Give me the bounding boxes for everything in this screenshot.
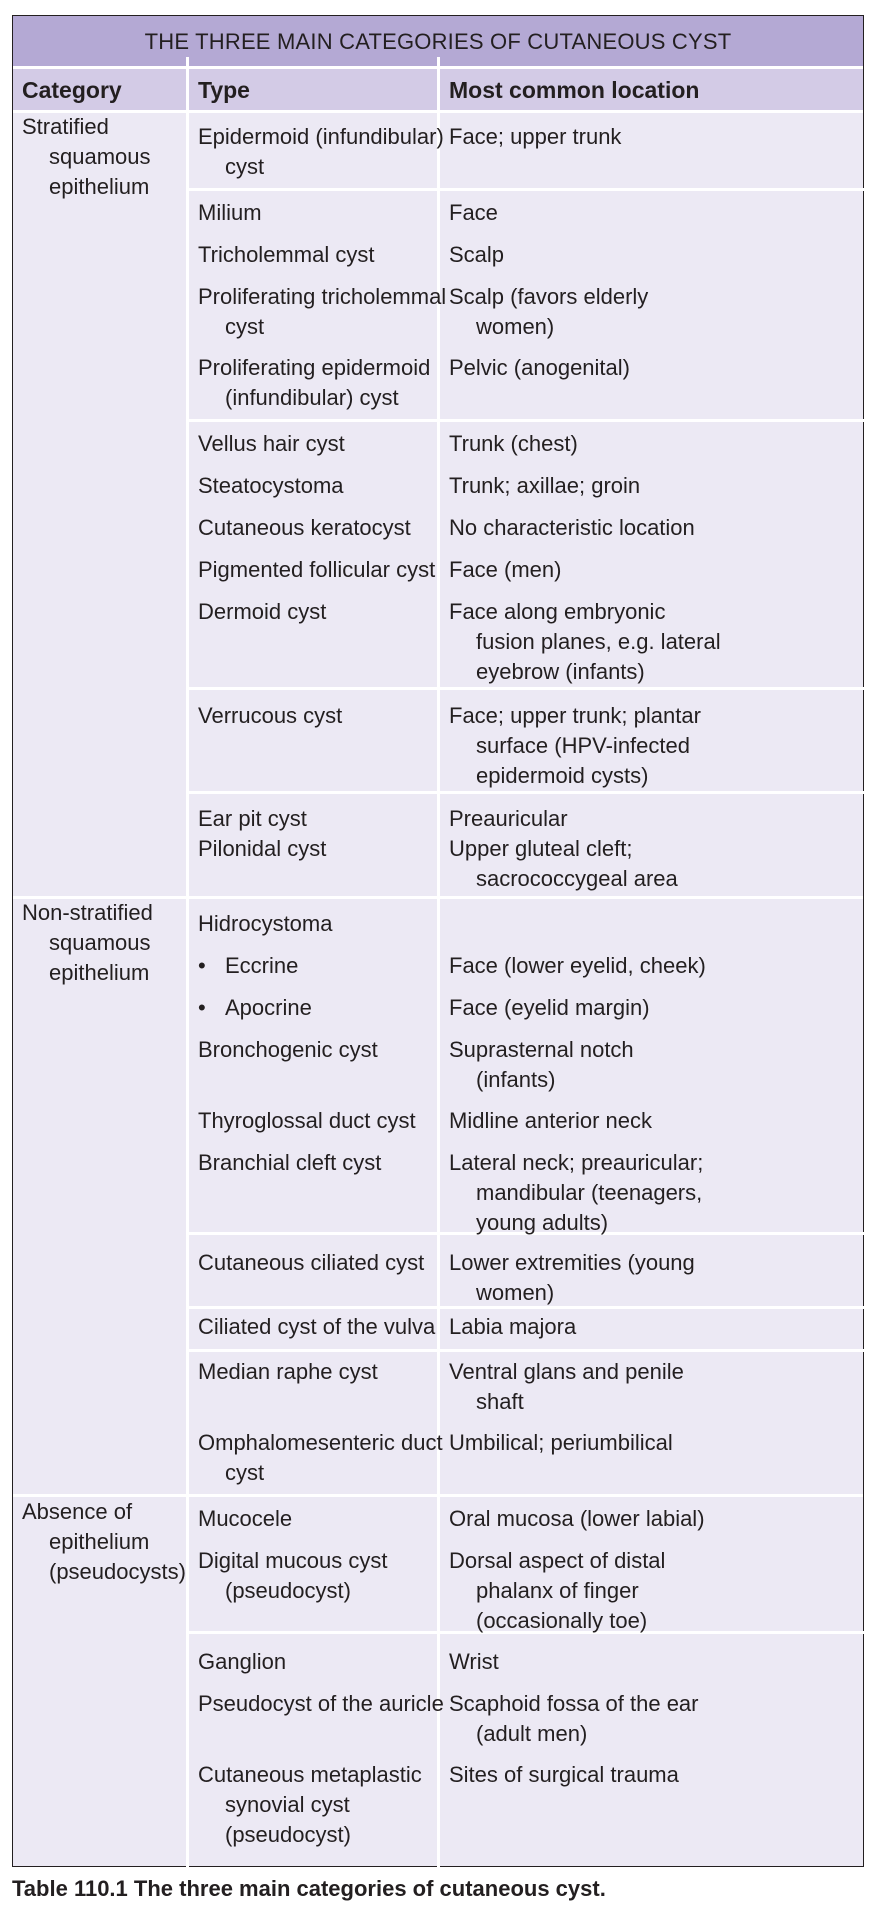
type-ganglion: Ganglion	[198, 1649, 287, 1674]
location-pseudocyst-auricle: Scaphoid fossa of the ear (adult men)	[449, 1691, 699, 1746]
type-bronchogenic-cyst: Bronchogenic cyst	[198, 1037, 378, 1062]
type-dermoid-cyst: Dermoid cyst	[198, 599, 327, 624]
location-apocrine: Face (eyelid margin)	[449, 995, 650, 1020]
location-cutaneous-keratocyst: No characteristic location	[449, 515, 695, 540]
type-branchial-cleft-cyst: Branchial cleft cyst	[198, 1150, 382, 1175]
type-mucocele: Mucocele	[198, 1506, 293, 1531]
category-stratified: Stratified squamous epithelium	[22, 114, 151, 199]
type-cutaneous-ciliated-cyst: Cutaneous ciliated cyst	[198, 1250, 425, 1275]
location-ganglion: Wrist	[449, 1649, 499, 1674]
header-row: Category Type Most common location	[13, 69, 863, 111]
header-location: Most common location	[449, 76, 700, 103]
location-bronchogenic-cyst: Suprasternal notch (infants)	[449, 1037, 634, 1092]
location-cutaneous-ciliated-cyst: Lower extremities (young women)	[449, 1250, 695, 1305]
type-pseudocyst-auricle: Pseudocyst of the auricle	[198, 1691, 444, 1716]
location-branchial-cleft-cyst: Lateral neck; preauricular; mandibular (…	[449, 1150, 704, 1235]
type-digital-mucous-cyst: Digital mucous cyst (pseudocyst)	[198, 1548, 388, 1603]
category-divider	[13, 896, 863, 899]
type-omphalomesenteric-duct-cyst: Omphalomesenteric duct cyst	[198, 1430, 443, 1485]
column-divider	[186, 57, 189, 1868]
type-ciliated-cyst-vulva: Ciliated cyst of the vulva	[198, 1314, 436, 1339]
location-milium: Face	[449, 200, 498, 225]
location-mucocele: Oral mucosa (lower labial)	[449, 1506, 705, 1531]
row-divider	[189, 791, 865, 794]
header-type: Type	[198, 76, 250, 103]
type-proliferating-epidermoid: Proliferating epidermoid (infundibular) …	[198, 355, 431, 410]
type-eccrine: •Eccrine	[198, 953, 299, 978]
category-absence: Absence of epithelium (pseudocysts)	[22, 1499, 186, 1584]
row-divider	[189, 419, 865, 422]
type-median-raphe-cyst: Median raphe cyst	[198, 1359, 378, 1384]
type-epidermoid: Epidermoid (infundibular) cyst	[198, 124, 444, 179]
location-digital-mucous-cyst: Dorsal aspect of distal phalanx of finge…	[449, 1548, 666, 1633]
location-cutaneous-metaplastic-synovial-cyst: Sites of surgical trauma	[449, 1762, 679, 1787]
location-ear-pit-cyst: Preauricular	[449, 806, 568, 831]
row-divider	[189, 1306, 865, 1309]
location-median-raphe-cyst: Ventral glans and penile shaft	[449, 1359, 684, 1414]
type-hidrocystoma: Hidrocystoma	[198, 911, 333, 936]
location-tricholemmal: Scalp	[449, 242, 505, 267]
row-divider	[189, 188, 865, 191]
location-proliferating-epidermoid: Pelvic (anogenital)	[449, 355, 630, 380]
column-divider	[437, 57, 440, 1868]
type-pigmented-follicular-cyst: Pigmented follicular cyst	[198, 557, 436, 582]
type-cutaneous-keratocyst: Cutaneous keratocyst	[198, 515, 411, 540]
row-divider	[189, 1232, 865, 1235]
location-steatocystoma: Trunk; axillae; groin	[449, 473, 641, 498]
location-thyroglossal-duct-cyst: Midline anterior neck	[449, 1108, 652, 1133]
type-pilonidal-cyst: Pilonidal cyst	[198, 836, 327, 861]
category-nonstratified: Non-stratified squamous epithelium	[22, 900, 153, 985]
location-verrucous-cyst: Face; upper trunk; plantar surface (HPV-…	[449, 703, 701, 788]
type-milium: Milium	[198, 200, 262, 225]
row-divider	[13, 66, 863, 69]
row-divider	[189, 1631, 865, 1634]
location-proliferating-tricholemmal: Scalp (favors elderly women)	[449, 284, 649, 339]
location-omphalomesenteric-duct-cyst: Umbilical; periumbilical	[449, 1430, 673, 1455]
header-category: Category	[22, 76, 122, 103]
type-thyroglossal-duct-cyst: Thyroglossal duct cyst	[198, 1108, 416, 1133]
location-pilonidal-cyst: Upper gluteal cleft; sacrococcygeal area	[449, 836, 678, 891]
location-eccrine: Face (lower eyelid, cheek)	[449, 953, 706, 978]
type-vellus-hair-cyst: Vellus hair cyst	[198, 431, 345, 456]
row-divider	[13, 110, 863, 113]
type-cutaneous-metaplastic-synovial-cyst: Cutaneous metaplastic synovial cyst (pse…	[198, 1762, 422, 1847]
type-tricholemmal: Tricholemmal cyst	[198, 242, 375, 267]
type-steatocystoma: Steatocystoma	[198, 473, 344, 498]
location-vellus-hair-cyst: Trunk (chest)	[449, 431, 578, 456]
row-divider	[189, 1349, 865, 1352]
row-divider	[189, 687, 865, 690]
location-ciliated-cyst-vulva: Labia majora	[449, 1314, 577, 1339]
category-divider	[13, 1494, 863, 1497]
location-dermoid-cyst: Face along embryonic fusion planes, e.g.…	[449, 599, 721, 684]
type-ear-pit-cyst: Ear pit cyst	[198, 806, 307, 831]
type-proliferating-tricholemmal: Proliferating tricholemmal cyst	[198, 284, 447, 339]
table-caption: Table 110.1 The three main categories of…	[12, 1876, 606, 1902]
cyst-table: THE THREE MAIN CATEGORIES OF CUTANEOUS C…	[12, 15, 865, 1868]
location-pigmented-follicular-cyst: Face (men)	[449, 557, 562, 582]
location-epidermoid: Face; upper trunk	[449, 124, 622, 149]
type-apocrine: •Apocrine	[198, 995, 312, 1020]
caption-text: The three main categories of cutaneous c…	[133, 1876, 606, 1901]
caption-label: Table 110.1	[12, 1876, 128, 1901]
type-verrucous-cyst: Verrucous cyst	[198, 703, 343, 728]
